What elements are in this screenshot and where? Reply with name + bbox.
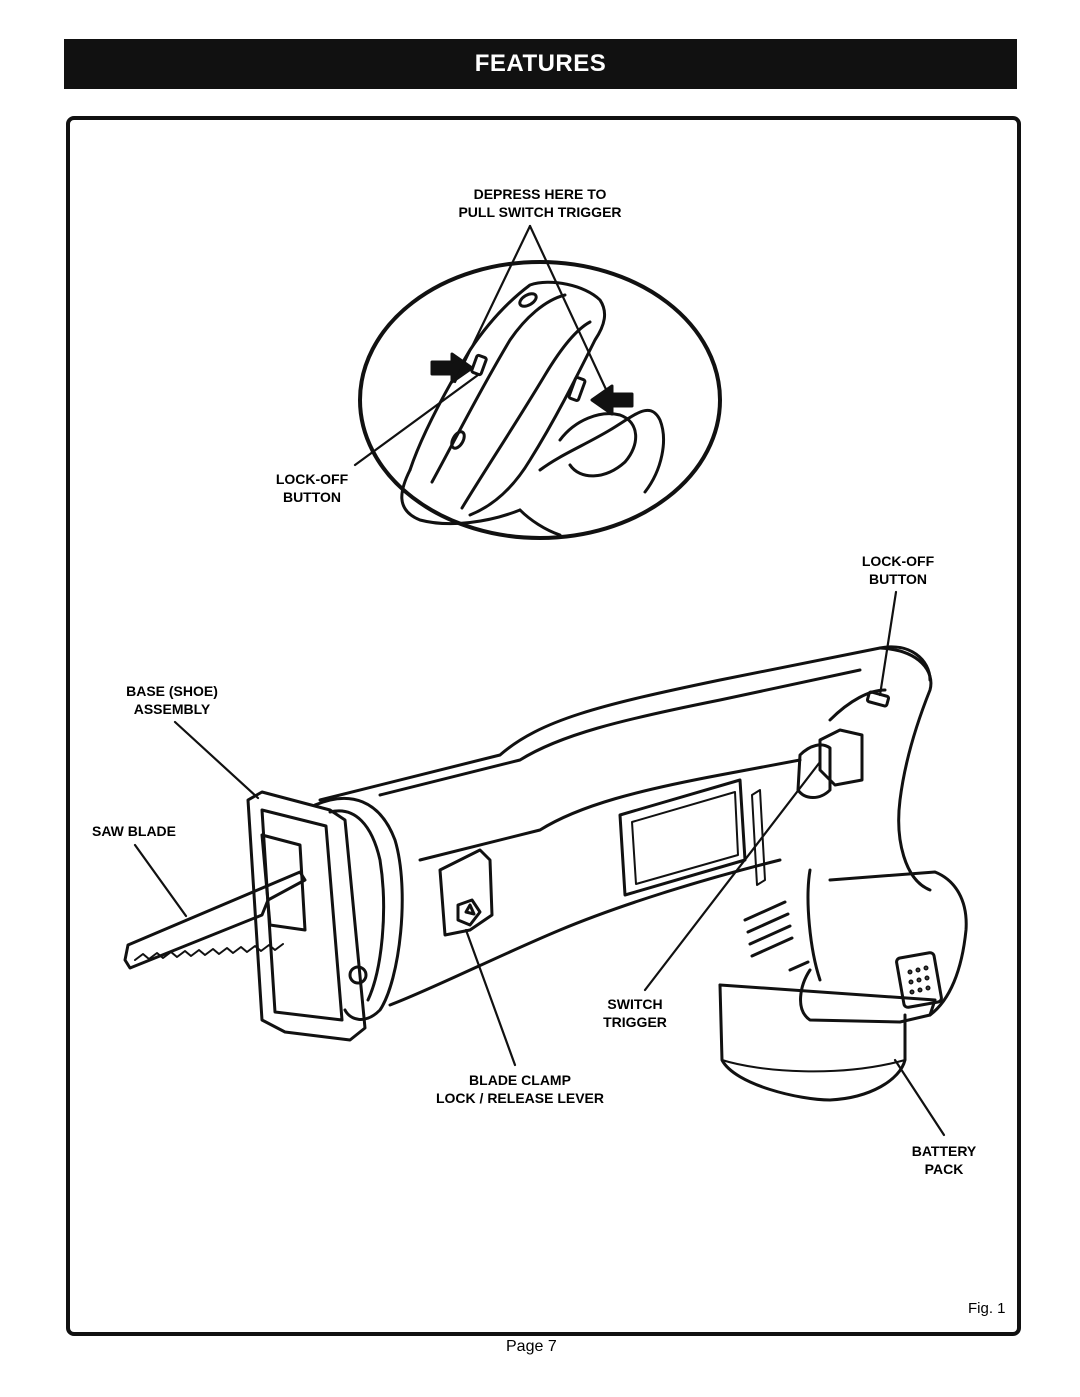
page-title: FEATURES [64,39,1017,89]
switch-trigger-label: SWITCH TRIGGER [585,995,685,1031]
battery-pack-shape [799,870,968,1024]
depress-trigger-label-line1: DEPRESS HERE TO [473,186,607,202]
lockoff-inset-label: LOCK-OFF BUTTON [262,470,362,506]
saw-blade-label: SAW BLADE [74,822,194,840]
blade-clamp-label-line1: BLADE CLAMP [469,1072,571,1088]
figure-frame [66,116,1021,1336]
lockoff-inset-label-line1: LOCK-OFF [275,471,349,487]
page-number: Page 7 [506,1338,557,1355]
blade-clamp-label-line2: LOCK / RELEASE LEVER [435,1090,605,1106]
depress-trigger-label: DEPRESS HERE TO PULL SWITCH TRIGGER [440,185,640,221]
blade-clamp-label: BLADE CLAMP LOCK / RELEASE LEVER [420,1071,620,1107]
inset-detail-circle [358,260,722,540]
base-shoe-shape [246,790,367,1042]
battery-pack-label-line2: PACK [924,1161,964,1177]
lockoff-main-label-line2: BUTTON [868,571,928,587]
battery-pack-label-line1: BATTERY [911,1143,977,1159]
saw-blade-label-text: SAW BLADE [92,823,176,839]
saw-blade-shape [123,870,307,970]
figure-number: Fig. 1 [968,1300,1006,1317]
saw-body [123,645,968,1102]
switch-trigger-label-line2: TRIGGER [603,1014,667,1030]
depress-trigger-label-line2: PULL SWITCH TRIGGER [458,204,622,220]
switch-trigger-label-line1: SWITCH [607,996,663,1012]
lockoff-main-label: LOCK-OFF BUTTON [848,552,948,588]
base-shoe-label-line1: BASE (SHOE) [126,683,218,699]
lockoff-main-label-line1: LOCK-OFF [861,553,935,569]
base-shoe-label-line2: ASSEMBLY [133,701,211,717]
base-shoe-label: BASE (SHOE) ASSEMBLY [112,682,232,718]
leader-lines [133,224,946,1137]
battery-pack-label: BATTERY PACK [894,1142,994,1178]
lockoff-inset-label-line2: BUTTON [282,489,342,505]
